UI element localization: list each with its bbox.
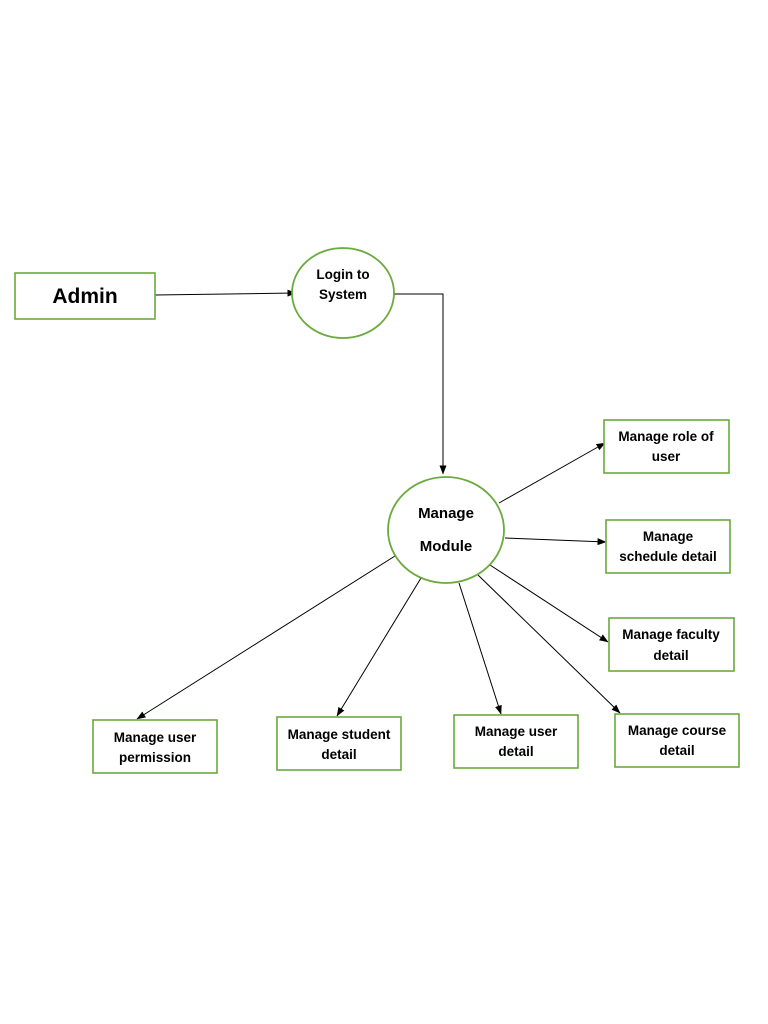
manage-faculty-label-line1: Manage faculty: [622, 627, 720, 642]
manage-course-label-line2: detail: [659, 743, 694, 758]
edge-module-to-user-detail: [458, 582, 502, 715]
login-to-system-node: Login to System: [291, 247, 395, 339]
manage-student-label-line2: detail: [321, 747, 356, 762]
manage-faculty-node: Manage faculty detail: [608, 617, 735, 672]
manage-student-node: Manage student detail: [276, 716, 402, 771]
manage-module-label-line2: Module: [420, 538, 473, 555]
admin-label: Admin: [52, 285, 117, 308]
edge-module-to-course: [477, 574, 621, 714]
manage-permission-label-line1: Manage user: [114, 730, 197, 745]
admin-node: Admin: [14, 272, 156, 320]
manage-schedule-node: Manage schedule detail: [605, 519, 731, 574]
login-label-line2: System: [319, 287, 367, 302]
login-label-line1: Login to: [316, 267, 369, 282]
manage-role-node: Manage role of user: [603, 419, 730, 474]
edge-module-to-schedule: [504, 537, 607, 546]
manage-course-label-line1: Manage course: [628, 723, 727, 738]
manage-course-node: Manage course detail: [614, 713, 740, 768]
manage-user-detail-label-line1: Manage user: [475, 724, 558, 739]
edge-login-to-manage-module: [394, 293, 447, 475]
manage-permission-label-line2: permission: [119, 750, 191, 765]
manage-module-label-line1: Manage: [418, 505, 474, 522]
manage-user-detail-node: Manage user detail: [453, 714, 579, 769]
manage-schedule-label-line2: schedule detail: [619, 549, 717, 564]
manage-schedule-label-line1: Manage: [643, 529, 694, 544]
manage-user-detail-label-line2: detail: [498, 744, 533, 759]
edge-module-to-role: [498, 442, 606, 504]
manage-permission-node: Manage user permission: [92, 719, 218, 774]
edge-module-to-permission: [136, 555, 396, 720]
edge-module-to-student: [336, 577, 422, 717]
manage-student-label-line1: Manage student: [288, 727, 391, 742]
edge-module-to-faculty: [489, 564, 609, 643]
manage-role-label-line1: Manage role of: [618, 429, 714, 444]
manage-role-label-line2: user: [652, 449, 681, 464]
edge-admin-to-login: [154, 289, 297, 297]
manage-faculty-label-line2: detail: [653, 648, 688, 663]
manage-module-node: Manage Module: [387, 476, 505, 584]
